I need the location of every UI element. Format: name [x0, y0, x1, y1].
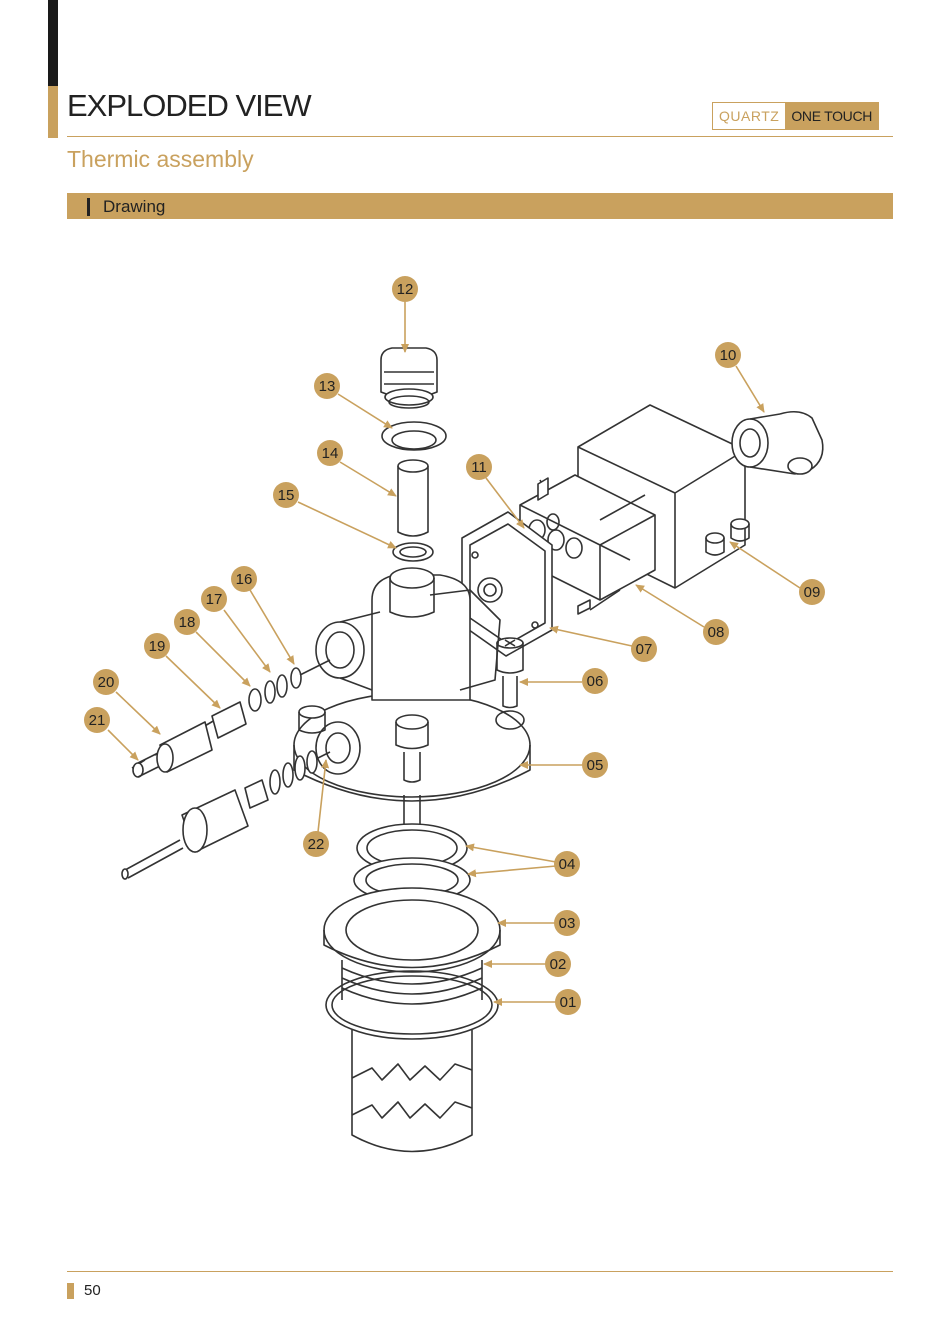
callout-01: 01 — [555, 989, 581, 1015]
callout-06: 06 — [582, 668, 608, 694]
svg-text:13: 13 — [319, 378, 336, 395]
footer-divider — [67, 1271, 893, 1272]
callout-08: 08 — [703, 619, 729, 645]
callout-18: 18 — [174, 609, 200, 635]
callout-19: 19 — [144, 633, 170, 659]
part-main-body — [293, 567, 531, 802]
callout-07: 07 — [631, 636, 657, 662]
callout-14: 14 — [317, 440, 343, 466]
part-rings-04 — [353, 795, 471, 903]
part-boiler — [351, 1030, 473, 1153]
svg-text:10: 10 — [720, 347, 737, 364]
top-bar-black — [48, 0, 58, 86]
part-valve-body — [519, 474, 656, 615]
part-oring-01 — [325, 970, 499, 1040]
callout-09: 09 — [799, 579, 825, 605]
callout-02: 02 — [545, 951, 571, 977]
part-upper-fitting — [131, 659, 331, 778]
brand-quartz-label: QUARTZ — [713, 103, 786, 129]
callout-15: 15 — [273, 482, 299, 508]
part-lower-fitting — [121, 750, 331, 880]
page-title: EXPLODED VIEW — [67, 88, 312, 123]
svg-text:01: 01 — [560, 994, 577, 1011]
leader-lines — [107, 302, 801, 1006]
band-marker — [87, 198, 90, 216]
callout-21: 21 — [84, 707, 110, 733]
part-flange-03 — [323, 887, 501, 973]
top-bar-gold — [48, 86, 58, 138]
part-ring-13 — [381, 421, 447, 451]
part-elbow-fitting — [731, 410, 824, 475]
svg-text:03: 03 — [559, 915, 576, 932]
svg-text:06: 06 — [587, 673, 604, 690]
callout-05: 05 — [582, 752, 608, 778]
svg-text:12: 12 — [397, 281, 414, 298]
callout-17: 17 — [201, 586, 227, 612]
svg-text:22: 22 — [308, 836, 325, 853]
callout-22: 22 — [303, 831, 329, 857]
drawing-band: Drawing — [67, 193, 893, 219]
brand-badge: QUARTZ ONE TOUCH — [712, 102, 880, 130]
svg-text:19: 19 — [149, 638, 166, 655]
exploded-view-diagram: 12 13 14 15 11 10 09 08 07 06 05 04 03 0… — [84, 276, 825, 1153]
svg-text:07: 07 — [636, 641, 653, 658]
callouts: 12 13 14 15 11 10 09 08 07 06 05 04 03 0… — [84, 276, 825, 1015]
callout-16: 16 — [231, 566, 257, 592]
part-tube-14 — [397, 459, 429, 537]
callout-13: 13 — [314, 373, 340, 399]
svg-text:04: 04 — [559, 856, 576, 873]
callout-03: 03 — [554, 910, 580, 936]
header-divider — [67, 136, 893, 137]
part-thread-02 — [341, 960, 483, 1005]
part-cap — [380, 347, 438, 409]
brand-onetouch-label: ONE TOUCH — [785, 103, 879, 129]
svg-text:11: 11 — [471, 459, 487, 476]
parts-drawing — [121, 347, 824, 1153]
svg-text:15: 15 — [278, 487, 295, 504]
page-number: 50 — [84, 1282, 101, 1299]
svg-text:18: 18 — [179, 614, 196, 631]
callout-04: 04 — [554, 851, 580, 877]
svg-text:20: 20 — [98, 674, 115, 691]
section-title: Thermic assembly — [67, 146, 254, 172]
svg-text:09: 09 — [804, 584, 821, 601]
callout-11: 11 — [466, 454, 492, 480]
svg-text:21: 21 — [89, 712, 106, 729]
svg-text:02: 02 — [550, 956, 567, 973]
svg-text:05: 05 — [587, 757, 604, 774]
footer-marker — [67, 1283, 74, 1299]
svg-text:14: 14 — [322, 445, 339, 462]
band-label: Drawing — [103, 197, 166, 216]
svg-text:08: 08 — [708, 624, 725, 641]
callout-20: 20 — [93, 669, 119, 695]
svg-text:16: 16 — [236, 571, 253, 588]
callout-12: 12 — [392, 276, 418, 302]
part-screw-06 — [496, 637, 524, 709]
svg-text:17: 17 — [206, 591, 223, 608]
callout-10: 10 — [715, 342, 741, 368]
part-ring-15 — [392, 542, 434, 562]
